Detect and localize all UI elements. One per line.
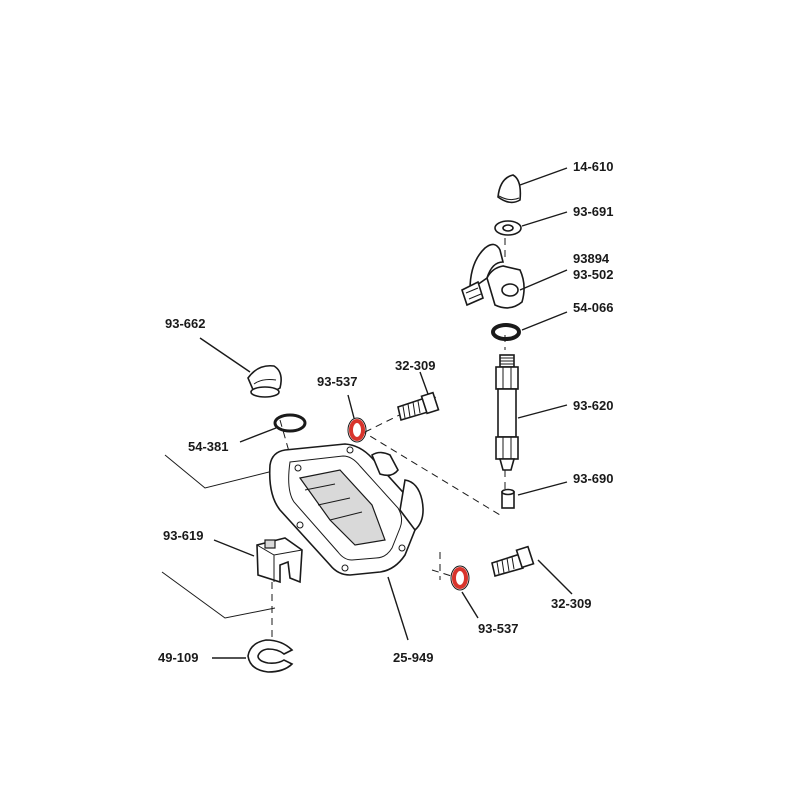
cap-nut-14-610[interactable] xyxy=(497,174,522,204)
label-93-620: 93-620 xyxy=(573,398,613,413)
label-93-537-bottom: 93-537 xyxy=(478,621,518,636)
red-washer-93-537-top[interactable] xyxy=(347,417,367,443)
label-93-619: 93-619 xyxy=(163,528,203,543)
label-93-690: 93-690 xyxy=(573,471,613,486)
red-washer-93-537-bottom[interactable] xyxy=(450,565,470,591)
leader-lines xyxy=(199,167,573,659)
label-32-309-top: 32-309 xyxy=(395,358,435,373)
label-93894: 93894 xyxy=(573,251,610,266)
label-93-537-top: 93-537 xyxy=(317,374,357,389)
spacer-93-690[interactable] xyxy=(501,488,515,509)
fork-clamp-93-619[interactable] xyxy=(256,537,303,584)
circlip-49-109[interactable] xyxy=(247,639,294,673)
screw-32-309-bottom[interactable] xyxy=(491,545,535,578)
label-93-662: 93-662 xyxy=(165,316,205,331)
injector-housing-25-949[interactable] xyxy=(268,443,424,576)
label-49-109: 49-109 xyxy=(158,650,198,665)
o-ring-54-381[interactable] xyxy=(273,413,307,433)
plug-93-662[interactable] xyxy=(247,364,282,398)
label-54-066: 54-066 xyxy=(573,300,613,315)
label-25-949: 25-949 xyxy=(393,650,433,665)
washer-93-691[interactable] xyxy=(494,220,522,236)
label-14-610: 14-610 xyxy=(573,159,613,174)
injector-nozzle-93-620[interactable] xyxy=(495,354,519,471)
nozzle-clamp-93-502[interactable] xyxy=(461,243,525,309)
label-93-691: 93-691 xyxy=(573,204,613,219)
part-labels: 14-610 93-691 93894 93-502 54-066 93-662… xyxy=(158,159,613,665)
washer-54-066[interactable] xyxy=(491,323,521,341)
screw-32-309-top[interactable] xyxy=(397,391,440,422)
label-93-502: 93-502 xyxy=(573,267,613,282)
label-32-309-bottom: 32-309 xyxy=(551,596,591,611)
label-54-381: 54-381 xyxy=(188,439,228,454)
